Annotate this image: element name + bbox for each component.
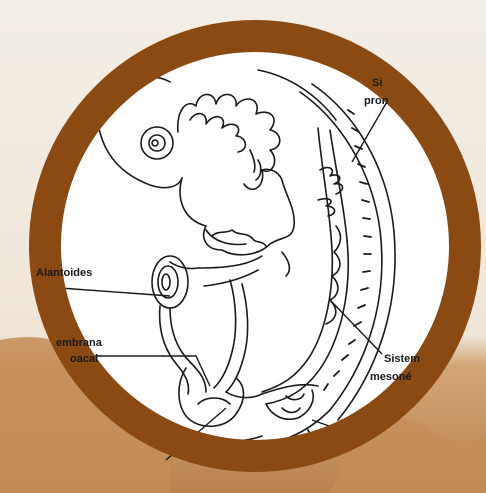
label-sistema-mesonefros-line1: Sistem — [384, 353, 420, 365]
label-membrana-cloacal-line1: embrana — [56, 337, 103, 349]
label-alantoides: Alantoides — [36, 267, 92, 279]
label-membrana-cloacal-line2: oacal — [70, 353, 98, 365]
label-sistema-mesonefros-line2: mesoné — [370, 371, 412, 383]
label-sistema-pronefros-line2: pron — [364, 95, 389, 107]
label-sistema-pronefros-line1: Si — [372, 77, 382, 89]
